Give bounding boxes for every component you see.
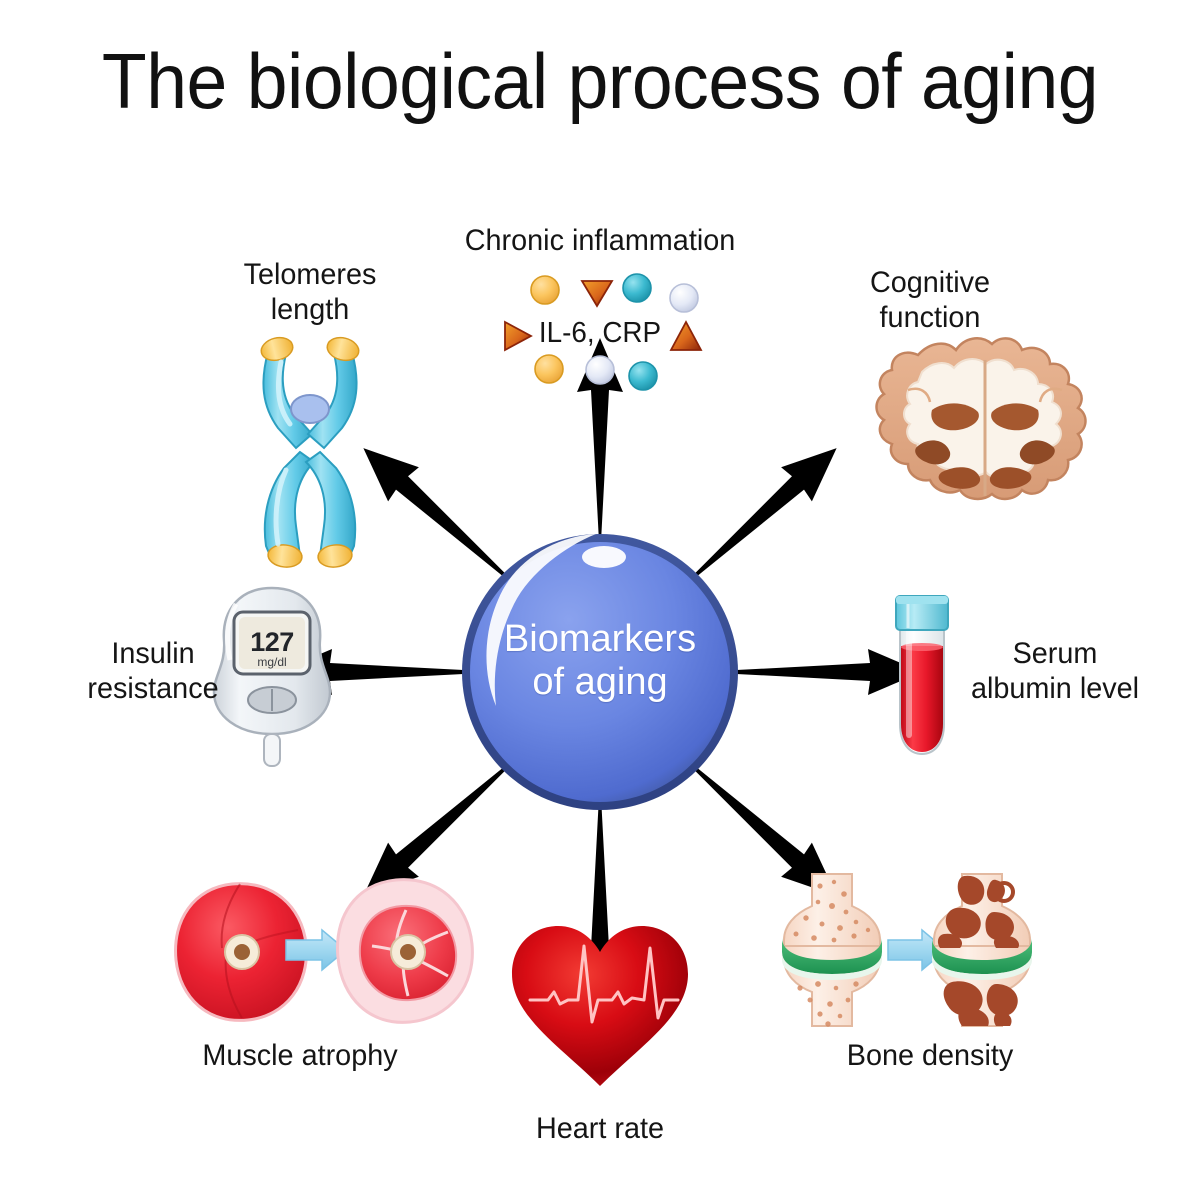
blood-test-tube-icon xyxy=(895,595,949,756)
arrow-right xyxy=(722,649,922,695)
muscle-transition-arrow-icon xyxy=(285,928,348,972)
bone-transition-arrow-icon xyxy=(887,928,948,972)
arrow-up xyxy=(577,338,623,538)
bone-joint-icon xyxy=(782,873,1032,1027)
node-label-serum-albumin: Serum albumin level xyxy=(970,637,1140,705)
cytokine-label: IL-6, CRP xyxy=(538,317,662,349)
node-label-telomeres: Telomeres length xyxy=(243,258,377,326)
glucometer-reading-value: 127 xyxy=(250,627,294,657)
heart-ecg-icon xyxy=(512,926,688,1086)
node-label-heart-rate: Heart rate xyxy=(535,1112,665,1145)
arrow-up-left xyxy=(347,431,528,600)
osteoporotic-bone-joint xyxy=(932,873,1032,1027)
brain-coronal-section-icon xyxy=(875,337,1087,501)
page-title: The biological process of aging xyxy=(101,37,1099,125)
node-label-bone-density: Bone density xyxy=(846,1039,1014,1072)
arrow-left xyxy=(278,649,478,695)
center-node-label: Biomarkers of aging xyxy=(503,618,697,703)
chromosome-icon xyxy=(260,336,360,568)
glucometer-reading-units: mg/dl xyxy=(257,655,287,669)
arrow-down-right xyxy=(672,744,853,913)
healthy-bone-joint xyxy=(782,873,882,1027)
arrow-down-left xyxy=(347,744,528,913)
node-label-insulin-resistance: Insulin resistance xyxy=(87,637,219,705)
node-label-cognitive-function: Cognitive function xyxy=(869,266,991,334)
node-label-chronic-inflammation: Chronic inflammation xyxy=(464,224,736,257)
arrow-up-right xyxy=(672,431,853,600)
node-label-muscle-atrophy: Muscle atrophy xyxy=(202,1039,398,1072)
muscle-cross-section-icon xyxy=(174,878,474,1024)
arrow-down xyxy=(577,800,623,1000)
